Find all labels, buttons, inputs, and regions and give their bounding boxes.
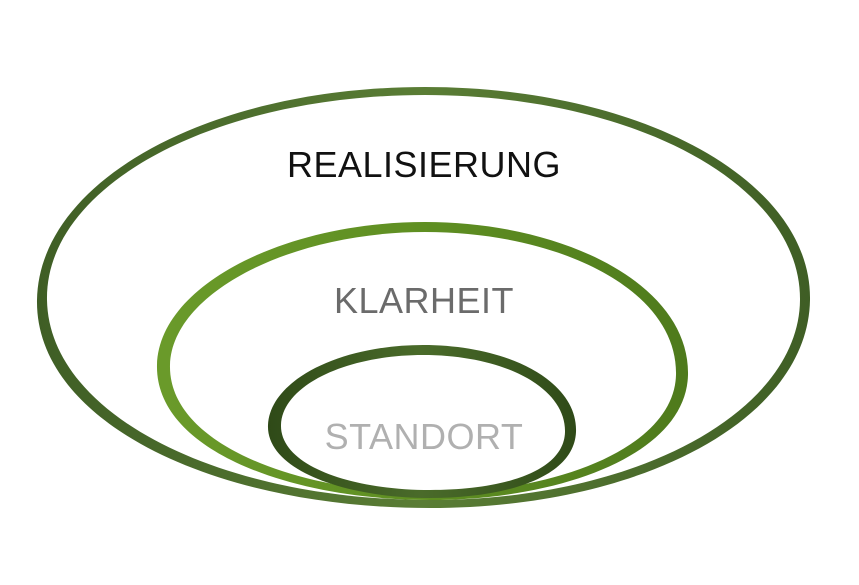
middle-ring-label: KLARHEIT (334, 280, 514, 321)
outer-ring-label: REALISIERUNG (287, 144, 561, 185)
inner-ring-label: STANDORT (325, 416, 524, 457)
middle-ring (156, 222, 689, 500)
